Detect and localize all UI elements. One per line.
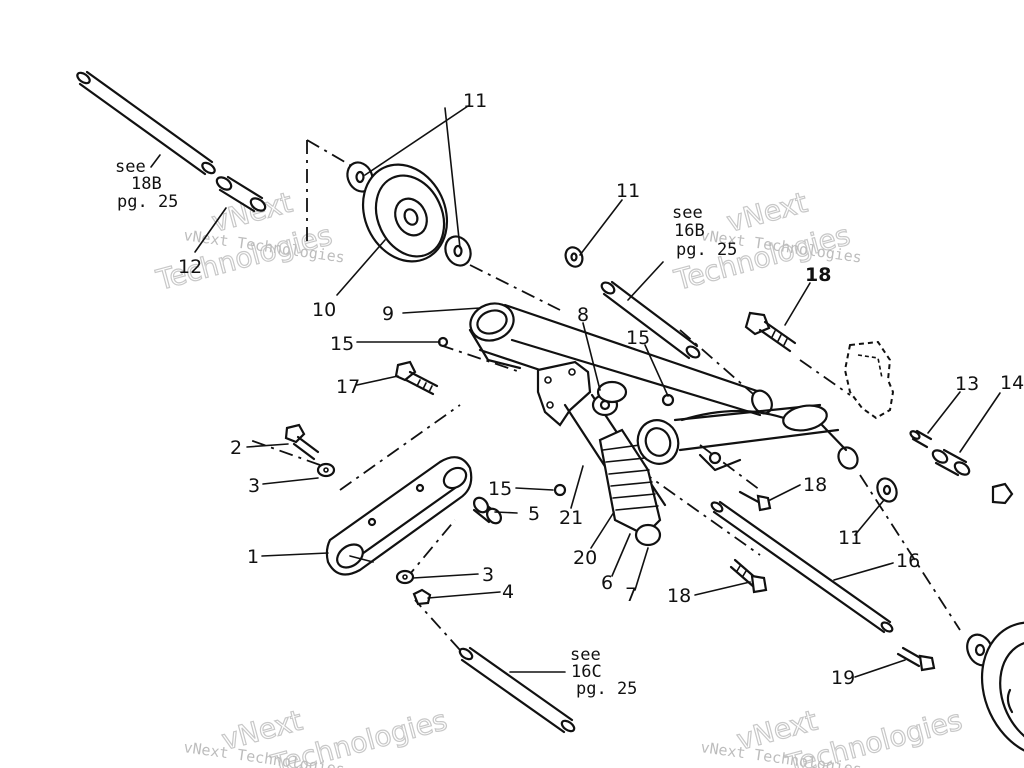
note-see-18b: see 18B pg. 25 <box>115 157 178 212</box>
shaft-top-left <box>76 70 216 176</box>
callout-15-right: 15 <box>626 327 650 349</box>
callout-15-left: 15 <box>330 333 354 355</box>
nut-4 <box>412 588 432 606</box>
bolt-18-lower <box>729 558 768 594</box>
callout-12: 12 <box>178 256 202 278</box>
callout-7: 7 <box>625 584 637 606</box>
callout-9: 9 <box>382 303 394 325</box>
watermark-bottom-left: vNext Technologies vNext Technologies <box>182 703 451 768</box>
rod-lower-left <box>458 646 576 734</box>
leader-lines <box>150 105 1001 678</box>
shock-absorber-20 <box>563 393 667 547</box>
callout-10: 10 <box>312 299 336 321</box>
svg-text:pg. 25: pg. 25 <box>117 192 178 212</box>
washer-11-right <box>444 235 472 267</box>
pin-13 <box>909 429 933 449</box>
callout-11-wheel: 11 <box>463 90 487 112</box>
note-see-16b: see 16B pg. 25 <box>672 203 737 260</box>
svg-text:pg. 25: pg. 25 <box>676 240 737 260</box>
bolt-19 <box>896 646 936 672</box>
rod-16 <box>710 500 894 634</box>
svg-text:pg. 25: pg. 25 <box>576 679 637 699</box>
callout-13: 13 <box>955 373 979 395</box>
watermark-bottom-right: vNext Technologies vNext Technologies <box>699 703 966 768</box>
callout-18-lower: 18 <box>667 585 691 607</box>
svg-text:16B: 16B <box>674 221 705 241</box>
callout-3-top: 3 <box>248 475 260 497</box>
bracket-dashed <box>843 340 895 420</box>
callout-2: 2 <box>230 437 242 459</box>
callout-6: 6 <box>601 572 613 594</box>
callout-15-middle: 15 <box>488 478 512 500</box>
note-see-16c: see 16C pg. 25 <box>570 645 637 699</box>
washer-11-upper <box>564 246 584 268</box>
front-arm-9 <box>468 302 773 417</box>
callout-18-middle: 18 <box>803 474 827 496</box>
callout-20: 20 <box>573 547 597 569</box>
callout-21: 21 <box>559 507 583 529</box>
rear-arm <box>636 393 859 472</box>
rod-upper <box>600 280 701 360</box>
callout-1: 1 <box>247 546 259 568</box>
watermark-top-left: vNext Technologies vNext Technologies <box>152 185 346 298</box>
washer-3-top <box>316 462 336 478</box>
svg-text:18B: 18B <box>131 174 162 194</box>
callout-14: 14 <box>1000 372 1024 394</box>
nut-right-edge <box>991 482 1014 505</box>
bolt-2 <box>284 423 320 461</box>
bolt-18-middle <box>738 490 772 512</box>
callout-16: 16 <box>896 550 920 572</box>
callout-11-rod: 11 <box>616 180 640 202</box>
idler-wheel-10 <box>361 163 449 263</box>
spacer-12 <box>215 175 267 213</box>
rear-wheel <box>966 621 1024 759</box>
callouts: 11 10 12 11 18 9 15 8 15 17 13 14 2 3 15… <box>178 90 1024 689</box>
callout-18-top: 18 <box>805 264 831 286</box>
svg-text:16C: 16C <box>571 662 602 682</box>
bolt-17 <box>394 360 439 396</box>
washer-3-bottom <box>395 569 415 585</box>
callout-11-lower: 11 <box>838 527 862 549</box>
callout-8: 8 <box>577 304 589 326</box>
callout-3-bottom: 3 <box>482 564 494 586</box>
callout-5: 5 <box>528 503 540 525</box>
spacer-14 <box>931 448 971 477</box>
mount-plate-21 <box>536 360 592 427</box>
callout-4: 4 <box>502 581 514 603</box>
callout-19: 19 <box>831 667 855 689</box>
svg-text:see: see <box>672 203 703 223</box>
svg-text:see: see <box>570 645 601 665</box>
svg-text:see: see <box>115 157 146 177</box>
callout-17: 17 <box>336 376 360 398</box>
pivot-8 <box>596 380 628 404</box>
washer-11-lower <box>876 477 898 503</box>
bolt-18-top <box>744 311 797 353</box>
nut-15-middle <box>553 483 567 497</box>
swing-link-1 <box>325 456 473 576</box>
